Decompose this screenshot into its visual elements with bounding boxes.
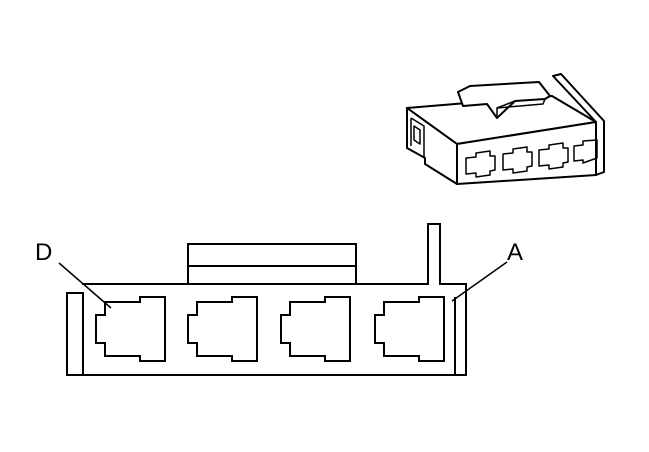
connector-front-view: D A [35,223,523,376]
label-a: A [507,239,523,266]
connector-isometric-view [406,73,605,185]
terminal-cavity-d [95,296,166,362]
terminal-cavity-b [280,296,351,362]
label-d: D [35,239,52,266]
leader-line-d [58,262,112,309]
terminal-cavity-c [187,296,258,362]
terminal-cavity-a [374,296,445,362]
leader-line-a [451,261,508,302]
